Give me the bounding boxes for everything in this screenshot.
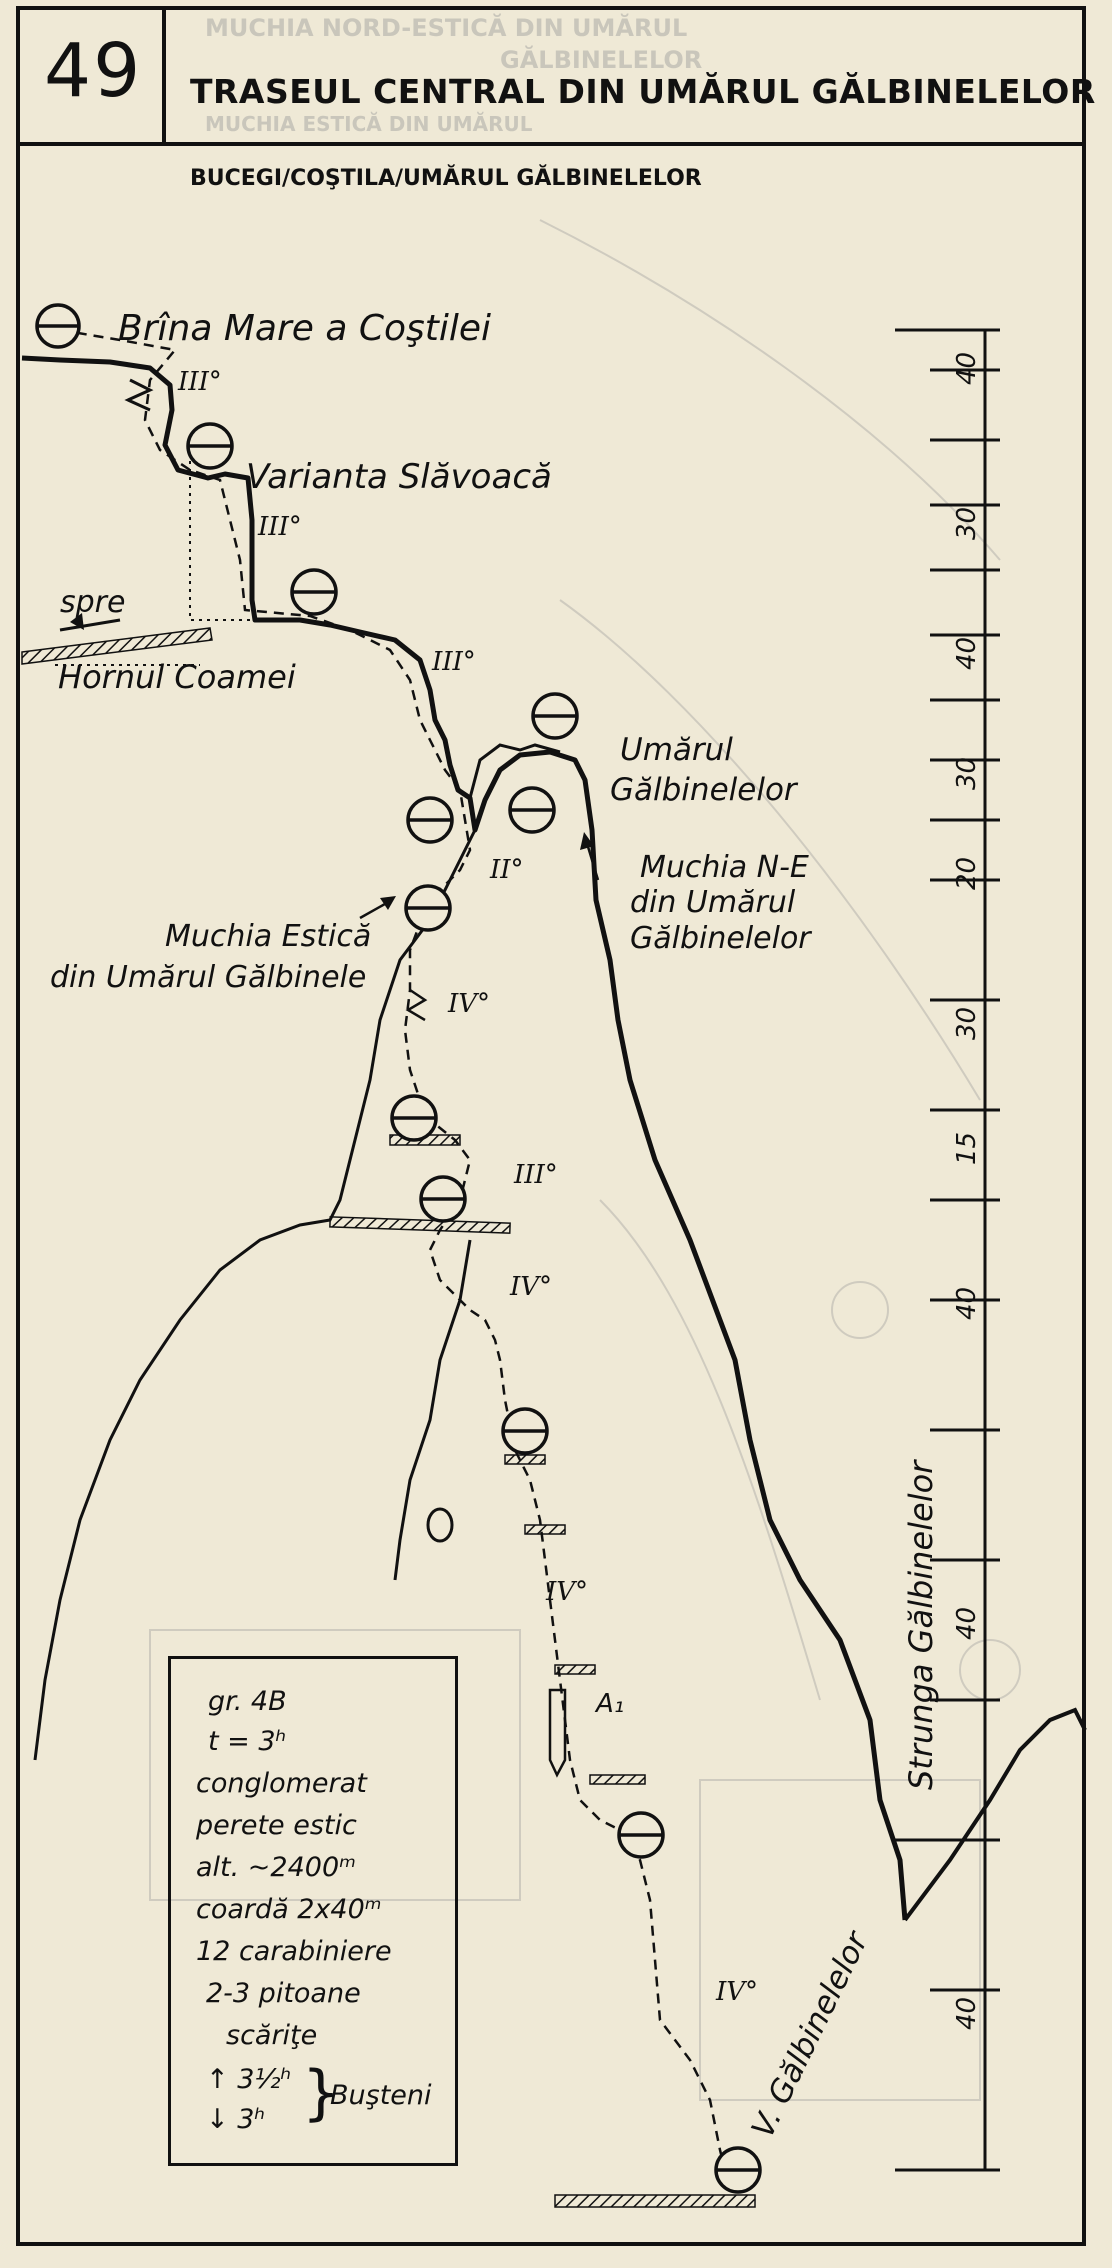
grade-mark: IV° [545,1577,588,1607]
info-town: Buşteni [330,2080,432,2111]
belay-icon [531,692,579,740]
grade-mark: III° [431,647,476,677]
belay-icon [508,786,556,834]
boulder-mark [426,1507,454,1543]
route-info-box [168,1656,458,2166]
grade-mark: IV° [715,1977,758,2007]
scale-label: 20 [952,857,982,890]
scale-label: 40 [952,1997,982,2030]
muchia-estica-arrow-head [380,896,396,910]
info-brace: } [302,2058,341,2128]
grade-mark: III° [177,367,222,397]
grade-mark: III° [257,512,302,542]
ledges [329,1134,756,2208]
info-wall: perete estic [196,1810,357,1841]
scale-label: 30 [952,1007,982,1040]
belay-icon [714,2146,762,2194]
label-muchia-ne-1: Muchia N-E [640,850,809,885]
info-grade: gr. 4B [208,1686,287,1717]
info-ladders: scăriţe [226,2020,318,2051]
label-muchia-ne-3: Gălbinelelor [630,921,812,956]
brina-mare-ledge [21,355,908,1921]
spre-arrow-head [70,613,84,630]
ledge-5 [554,1664,596,1675]
route-line [59,328,732,2191]
label-umarul-1: Umărul [620,732,733,768]
scale-label: 40 [952,637,982,670]
aid-ladder-icon [548,1688,567,1778]
scale-label: 40 [952,1287,982,1320]
info-rope: coardă 2x40ᵐ [196,1894,382,1925]
scale-label: 40 [952,1607,982,1640]
ledge-4 [524,1524,566,1535]
ledge-3 [504,1454,546,1465]
label-hornul: Hornul Coamei [58,658,296,696]
ledge-6 [589,1774,646,1785]
hornul-coamei-ledge [21,627,213,665]
ledge-2 [329,1216,511,1234]
belay-stations [35,303,762,2194]
label-valea: V. Gălbinelelor [745,1924,877,2143]
route-title: TRASEUL CENTRAL DIN UMĂRUL GĂLBINELELOR [190,72,1096,111]
info-pitons: 2-3 pitoane [206,1978,361,2009]
route-number: 49 [44,28,143,114]
scale-label: 40 [952,352,982,385]
ledge-base [554,2194,756,2208]
label-spre: spre [60,585,125,620]
belay-icon [404,884,452,932]
belay-icon [290,568,338,616]
ghost-text-3: MUCHIA ESTICĂ DIN UMĂRUL [205,112,533,136]
info-ascent: ↑ 3½ʰ [206,2064,292,2095]
umar-east-face [33,829,477,1761]
grade-mark: IV° [447,989,490,1019]
label-strunga: Strunga Gălbinelelor [902,1459,940,1790]
scale-label: 30 [952,757,982,790]
info-carabiners: 12 carabiniere [196,1936,392,1967]
grade-mark: II° [489,855,524,885]
muchia-ne-arrow-head [580,832,594,850]
belay-icon [390,1094,438,1142]
grade-mark: III° [513,1160,558,1190]
info-altitude: alt. ~2400ᵐ [196,1852,356,1883]
belay-icon [35,303,81,349]
label-umarul-2: Gălbinelelor [610,772,799,808]
belay-icon [406,796,454,844]
height-scale [895,328,1000,2172]
route-number-box [16,6,166,146]
umar-tower-outline [468,743,561,799]
belay-icon [419,1175,467,1223]
belay-icon [617,1811,665,1859]
label-varianta: Varianta Slăvoacă [246,457,552,497]
crux-mark-2 [405,988,428,1022]
header-bar [16,6,1086,146]
strunga-ridge [903,1707,1087,1922]
belay-icon [186,422,234,470]
background-contours [149,219,1021,2101]
page-frame [16,6,1086,2246]
ghost-text-2: GĂLBINELELOR [500,46,703,74]
crux-mark-1 [124,378,154,412]
scale-labels: 40 30 40 30 20 30 15 40 40 40 [952,352,982,2030]
info-rock: conglomerat [196,1768,367,1799]
grades: III° III° III° II° IV° III° IV° IV° IV° [177,367,758,2007]
label-aid: A₁ [594,1689,624,1719]
label-muchia-ne-2: din Umărul [630,885,796,920]
grade-mark: IV° [509,1272,552,1302]
lower-left-slope [393,1239,472,1581]
label-muchia-estica-2: din Umărul Gălbinele [50,960,366,995]
ghost-text-1: MUCHIA NORD-ESTICĂ DIN UMĂRUL [205,14,688,42]
variant-dotted-line [189,445,250,621]
belay-icon [501,1407,549,1455]
info-descent: ↓ 3ʰ [206,2104,266,2135]
spre-arrow-line [59,618,121,632]
info-time: t = 3ʰ [208,1726,287,1757]
scale-label: 15 [952,1132,982,1165]
label-brina-mare: Brîna Mare a Coştilei [118,308,491,349]
breadcrumb: BUCEGI/COŞTILA/UMĂRUL GĂLBINELELOR [190,166,702,191]
scale-label: 30 [952,507,982,540]
label-muchia-estica-1: Muchia Estică [165,919,371,954]
